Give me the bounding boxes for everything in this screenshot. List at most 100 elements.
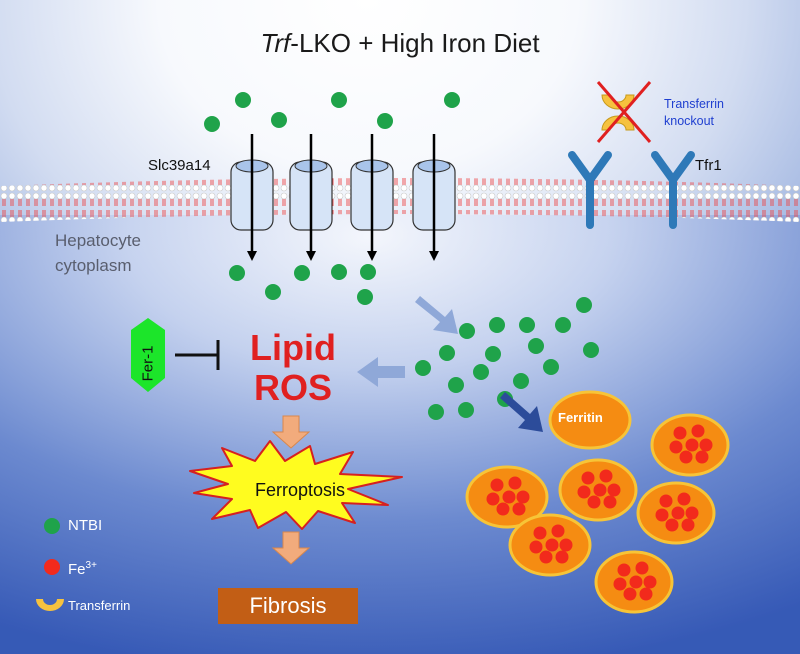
fe3-dot (599, 469, 613, 483)
ntbi-dot (415, 360, 431, 376)
fe3-dot (677, 492, 691, 506)
ntbi-dot (235, 92, 251, 108)
ntbi-dot (377, 113, 393, 129)
ntbi-dot (519, 317, 535, 333)
fe3-dot (516, 490, 530, 504)
diagram-title: Trf-LKO + High Iron Diet (260, 28, 540, 58)
fe3-dot (613, 577, 627, 591)
fe3-dot (508, 476, 522, 490)
fer1-hexagon (131, 318, 165, 392)
ntbi-dot (271, 112, 287, 128)
legend-fe3-icon (44, 559, 60, 575)
fe3-dot (581, 471, 595, 485)
ntbi-dot (357, 289, 373, 305)
fe3-dot (679, 450, 693, 464)
ntbi-dot (485, 346, 501, 362)
tfr1-receptor (651, 151, 695, 229)
fe3-dot (529, 540, 543, 554)
legend-ntbi-icon (44, 518, 60, 534)
ferritin-label: Ferritin (558, 410, 603, 425)
legend-transferrin-icon (36, 599, 64, 611)
lipid-ros-label: Lipid ROS (250, 327, 336, 408)
legend-ntbi-label: NTBI (68, 517, 103, 534)
fe3-dot (669, 440, 683, 454)
arrow-to-lipid-ros (357, 357, 405, 387)
transporter (350, 134, 394, 261)
fe3-dot (643, 575, 657, 589)
hepatocyte-cytoplasm-label: Hepatocyte cytoplasm (55, 231, 141, 275)
ntbi-dot (444, 92, 460, 108)
ntbi-dot (458, 402, 474, 418)
fe3-dot (629, 575, 643, 589)
arrow-ros-to-ferroptosis (271, 415, 311, 449)
fe3-dot (490, 478, 504, 492)
fe3-dot (673, 426, 687, 440)
fe3-dot (496, 502, 510, 516)
transferrin-knockout-icon (596, 81, 652, 143)
ntbi-dot (439, 345, 455, 361)
transporter (412, 134, 456, 261)
fe3-dot (545, 538, 559, 552)
fe3-dot (671, 506, 685, 520)
fe3-dot (623, 587, 637, 601)
slc39a14-label: Slc39a14 (148, 157, 211, 174)
ntbi-dot (229, 265, 245, 281)
fer1-label: Fer-1 (139, 345, 157, 382)
ferritin-particles (465, 390, 730, 614)
arrow-to-ferritin (500, 392, 543, 432)
fe3-dot (685, 438, 699, 452)
fe3-dot (512, 502, 526, 516)
tfr1-receptor (568, 151, 612, 229)
fe3-dot (635, 561, 649, 575)
flow-arrows (357, 296, 543, 432)
fe3-dot (617, 563, 631, 577)
ntbi-dot (489, 317, 505, 333)
ntbi-dot (204, 116, 220, 132)
ntbi-dot (473, 364, 489, 380)
ntbi-dot (448, 377, 464, 393)
fe3-dot (593, 483, 607, 497)
ntbi-dot (528, 338, 544, 354)
extracellular-ntbi-dots (204, 92, 460, 132)
ntbi-dot (583, 342, 599, 358)
ntbi-dot (294, 265, 310, 281)
transporter (230, 134, 274, 261)
intracellular-ntbi-dots (229, 264, 599, 420)
ntbi-dot (513, 373, 529, 389)
fe3-dot (551, 524, 565, 538)
fe3-dot (665, 518, 679, 532)
fe3-dot (691, 424, 705, 438)
ntbi-dot (265, 284, 281, 300)
legend (36, 518, 64, 611)
fe3-dot (603, 495, 617, 509)
fibrosis-box: Fibrosis (218, 588, 358, 624)
ntbi-dot (555, 317, 571, 333)
fe3-dot (685, 506, 699, 520)
ntbi-dot (543, 359, 559, 375)
fe3-dot (577, 485, 591, 499)
legend-fe3-label: Fe3+ (68, 560, 97, 578)
process-arrows (271, 415, 311, 565)
fe3-dot (695, 450, 709, 464)
fe3-dot (659, 494, 673, 508)
fe3-dot (533, 526, 547, 540)
fe3-dot (655, 508, 669, 522)
fe3-dot (539, 550, 553, 564)
ntbi-dot (576, 297, 592, 313)
fe3-dot (587, 495, 601, 509)
fe3-dot (559, 538, 573, 552)
fe3-dot (607, 483, 621, 497)
ferroptosis-starburst (189, 440, 403, 530)
ntbi-dot (331, 92, 347, 108)
transferrin-knockout-label: Transferrin knockout (664, 97, 724, 128)
ntbi-dot (360, 264, 376, 280)
tfr1-label: Tfr1 (695, 157, 722, 174)
fe3-dot (681, 518, 695, 532)
ferroptosis-label: Ferroptosis (254, 480, 346, 500)
fe3-dot (502, 490, 516, 504)
fe3-dot (555, 550, 569, 564)
fe3-dot (639, 587, 653, 601)
cell-membrane (0, 178, 800, 222)
fe3-dot (699, 438, 713, 452)
